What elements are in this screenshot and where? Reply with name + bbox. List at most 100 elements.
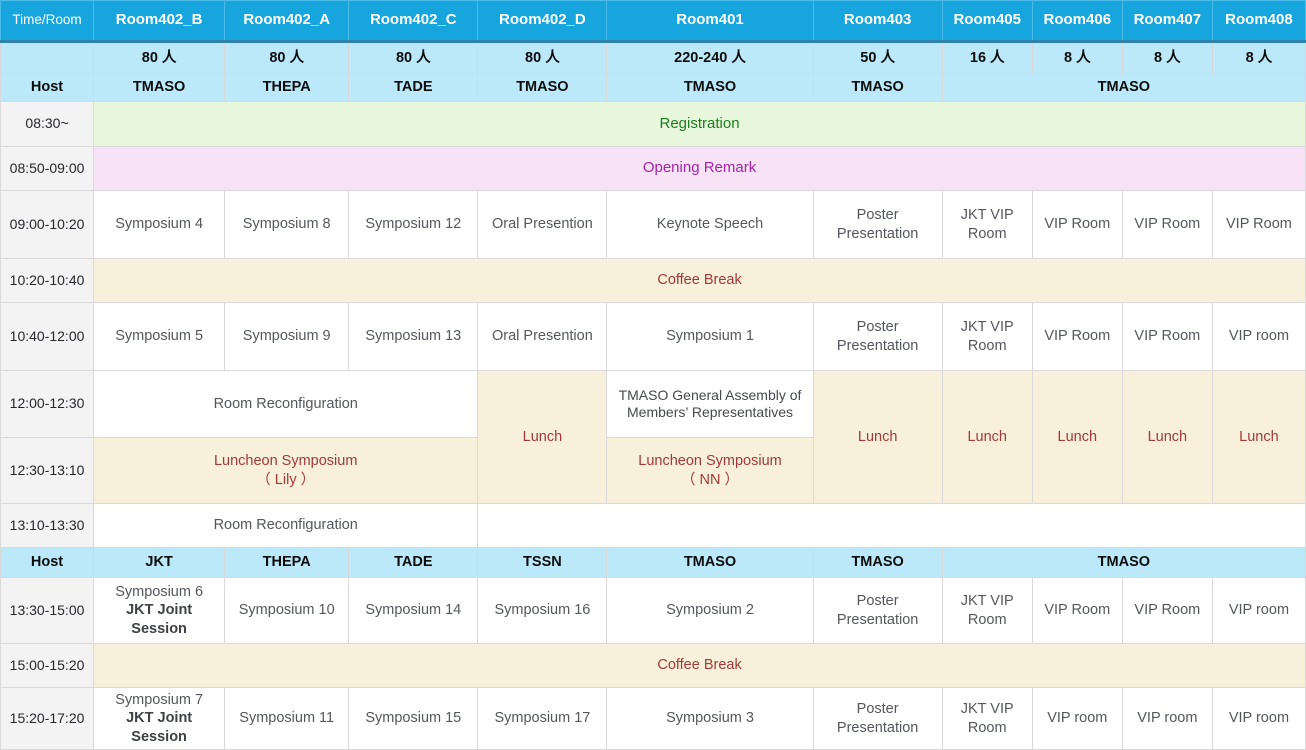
host-cell-span: TMASO xyxy=(941,73,1306,102)
host-cell: TMASO xyxy=(93,73,226,102)
joint-session-line2: JKT Joint Session xyxy=(126,602,193,637)
host-row-morning: Host TMASO THEPA TADE TMASO TMASO TMASO … xyxy=(0,73,1306,102)
capacity-row: 80 人 80 人 80 人 80 人 220-240 人 50 人 16 人 … xyxy=(0,41,1306,74)
general-assembly-cell: TMASO General Assembly of Members’ Repre… xyxy=(606,370,814,438)
room-header-407: Room407 xyxy=(1121,0,1213,43)
host-cell-span: TMASO xyxy=(941,547,1306,578)
schedule-cell: JKT VIP Room xyxy=(941,687,1033,750)
schedule-cell: VIP Room xyxy=(1031,190,1123,259)
schedule-cell: Symposium 14 xyxy=(348,577,479,644)
time-slot-label: 08:50-09:00 xyxy=(0,146,95,191)
capacity-empty-cell xyxy=(0,41,95,74)
registration-cell: Registration xyxy=(93,101,1306,147)
time-slot-label: 12:00-12:30 xyxy=(0,370,95,438)
time-slot-label: 09:00-10:20 xyxy=(0,190,95,259)
host-cell: TMASO xyxy=(606,73,814,102)
room-header-402a: Room402_A xyxy=(224,0,350,43)
session-row-0900: 09:00-10:20 Symposium 4 Symposium 8 Symp… xyxy=(0,190,1306,259)
room-header-401: Room401 xyxy=(606,0,814,43)
time-slot-label: 13:10-13:30 xyxy=(0,503,95,548)
session-row-1330: 13:30-15:00 Symposium 6 JKT Joint Sessio… xyxy=(0,577,1306,644)
coffee-break-row-1: 10:20-10:40 Coffee Break xyxy=(0,258,1306,303)
host-cell: TMASO xyxy=(477,73,608,102)
time-room-header: Time/Room xyxy=(0,0,95,43)
schedule-cell: Symposium 8 xyxy=(224,190,350,259)
host-cell: THEPA xyxy=(224,547,350,578)
schedule-cell: Symposium 1 xyxy=(606,302,814,371)
schedule-cell: Poster Presentation xyxy=(812,577,943,644)
room-header-403: Room403 xyxy=(812,0,943,43)
schedule-cell: VIP Room xyxy=(1121,190,1213,259)
host-label: Host xyxy=(0,73,95,102)
joint-session-cell: Symposium 6 JKT Joint Session xyxy=(93,577,226,644)
luncheon-symposium-nn-cell: Luncheon Symposium （ NN ） xyxy=(606,437,814,504)
lunch-cell: Lunch xyxy=(1031,370,1123,504)
room-header-402d: Room402_D xyxy=(477,0,608,43)
coffee-break-cell: Coffee Break xyxy=(93,258,1306,303)
schedule-cell: Symposium 10 xyxy=(224,577,350,644)
room-header-408: Room408 xyxy=(1211,0,1306,43)
room-header-402b: Room402_B xyxy=(93,0,226,43)
lunch-cell: Lunch xyxy=(812,370,943,504)
capacity-cell: 50 人 xyxy=(812,41,943,74)
schedule-cell: VIP room xyxy=(1211,687,1306,750)
schedule-cell: Poster Presentation xyxy=(812,687,943,750)
reconfiguration-row-2: 13:10-13:30 Room Reconfiguration xyxy=(0,503,1306,548)
schedule-cell: Symposium 15 xyxy=(348,687,479,750)
lunch-row-2: 12:30-13:10 Luncheon Symposium （ Lily ） … xyxy=(0,437,1306,504)
joint-session-cell: Symposium 7 JKT Joint Session xyxy=(93,687,226,750)
luncheon-nn-line2: （ NN ） xyxy=(681,471,740,488)
coffee-break-cell: Coffee Break xyxy=(93,643,1306,688)
schedule-cell: JKT VIP Room xyxy=(941,190,1033,259)
schedule-cell: Poster Presentation xyxy=(812,302,943,371)
room-header-402c: Room402_C xyxy=(348,0,479,43)
lunch-cell: Lunch xyxy=(1121,370,1213,504)
room-header-406: Room406 xyxy=(1031,0,1123,43)
host-label: Host xyxy=(0,547,95,578)
schedule-cell: VIP Room xyxy=(1031,302,1123,371)
schedule-cell: VIP room xyxy=(1031,687,1123,750)
registration-row: 08:30~ Registration xyxy=(0,101,1306,147)
host-cell: TMASO xyxy=(812,73,943,102)
schedule-cell: Symposium 9 xyxy=(224,302,350,371)
time-slot-label: 10:40-12:00 xyxy=(0,302,95,371)
lunch-cell: Lunch xyxy=(1211,370,1306,504)
capacity-cell: 8 人 xyxy=(1121,41,1213,74)
luncheon-nn-line1: Luncheon Symposium xyxy=(638,453,782,470)
schedule-cell: VIP room xyxy=(1121,687,1213,750)
time-slot-label: 13:30-15:00 xyxy=(0,577,95,644)
schedule-cell: Symposium 11 xyxy=(224,687,350,750)
joint-session-line1: Symposium 7 xyxy=(115,692,204,709)
capacity-cell: 220-240 人 xyxy=(606,41,814,74)
schedule-cell: Poster Presentation xyxy=(812,190,943,259)
time-slot-label: 10:20-10:40 xyxy=(0,258,95,303)
capacity-cell: 80 人 xyxy=(348,41,479,74)
time-slot-label: 08:30~ xyxy=(0,101,95,147)
capacity-cell: 8 人 xyxy=(1211,41,1306,74)
coffee-break-row-2: 15:00-15:20 Coffee Break xyxy=(0,643,1306,688)
schedule-cell: JKT VIP Room xyxy=(941,302,1033,371)
schedule-cell: VIP Room xyxy=(1121,577,1213,644)
room-header-405: Room405 xyxy=(941,0,1033,43)
capacity-cell: 80 人 xyxy=(93,41,226,74)
session-row-1040: 10:40-12:00 Symposium 5 Symposium 9 Symp… xyxy=(0,302,1306,371)
host-cell: TADE xyxy=(348,547,479,578)
session-row-1520: 15:20-17:20 Symposium 7 JKT Joint Sessio… xyxy=(0,687,1306,750)
opening-remark-row: 08:50-09:00 Opening Remark xyxy=(0,146,1306,191)
lunch-cell: Lunch xyxy=(477,370,608,504)
lunch-row-1: 12:00-12:30 Room Reconfiguration Lunch T… xyxy=(0,370,1306,504)
luncheon-symposium-lily-cell: Luncheon Symposium （ Lily ） xyxy=(93,437,479,504)
header-row: Time/Room Room402_B Room402_A Room402_C … xyxy=(0,0,1306,43)
schedule-cell: VIP room xyxy=(1211,577,1306,644)
host-cell: TSSN xyxy=(477,547,608,578)
schedule-cell: Oral Presention xyxy=(477,190,608,259)
joint-session-line2: JKT Joint Session xyxy=(126,710,193,745)
schedule-cell: Symposium 12 xyxy=(348,190,479,259)
capacity-cell: 80 人 xyxy=(224,41,350,74)
schedule-cell: Symposium 13 xyxy=(348,302,479,371)
schedule-cell: Symposium 5 xyxy=(93,302,226,371)
host-cell: JKT xyxy=(93,547,226,578)
schedule-cell: VIP Room xyxy=(1211,190,1306,259)
